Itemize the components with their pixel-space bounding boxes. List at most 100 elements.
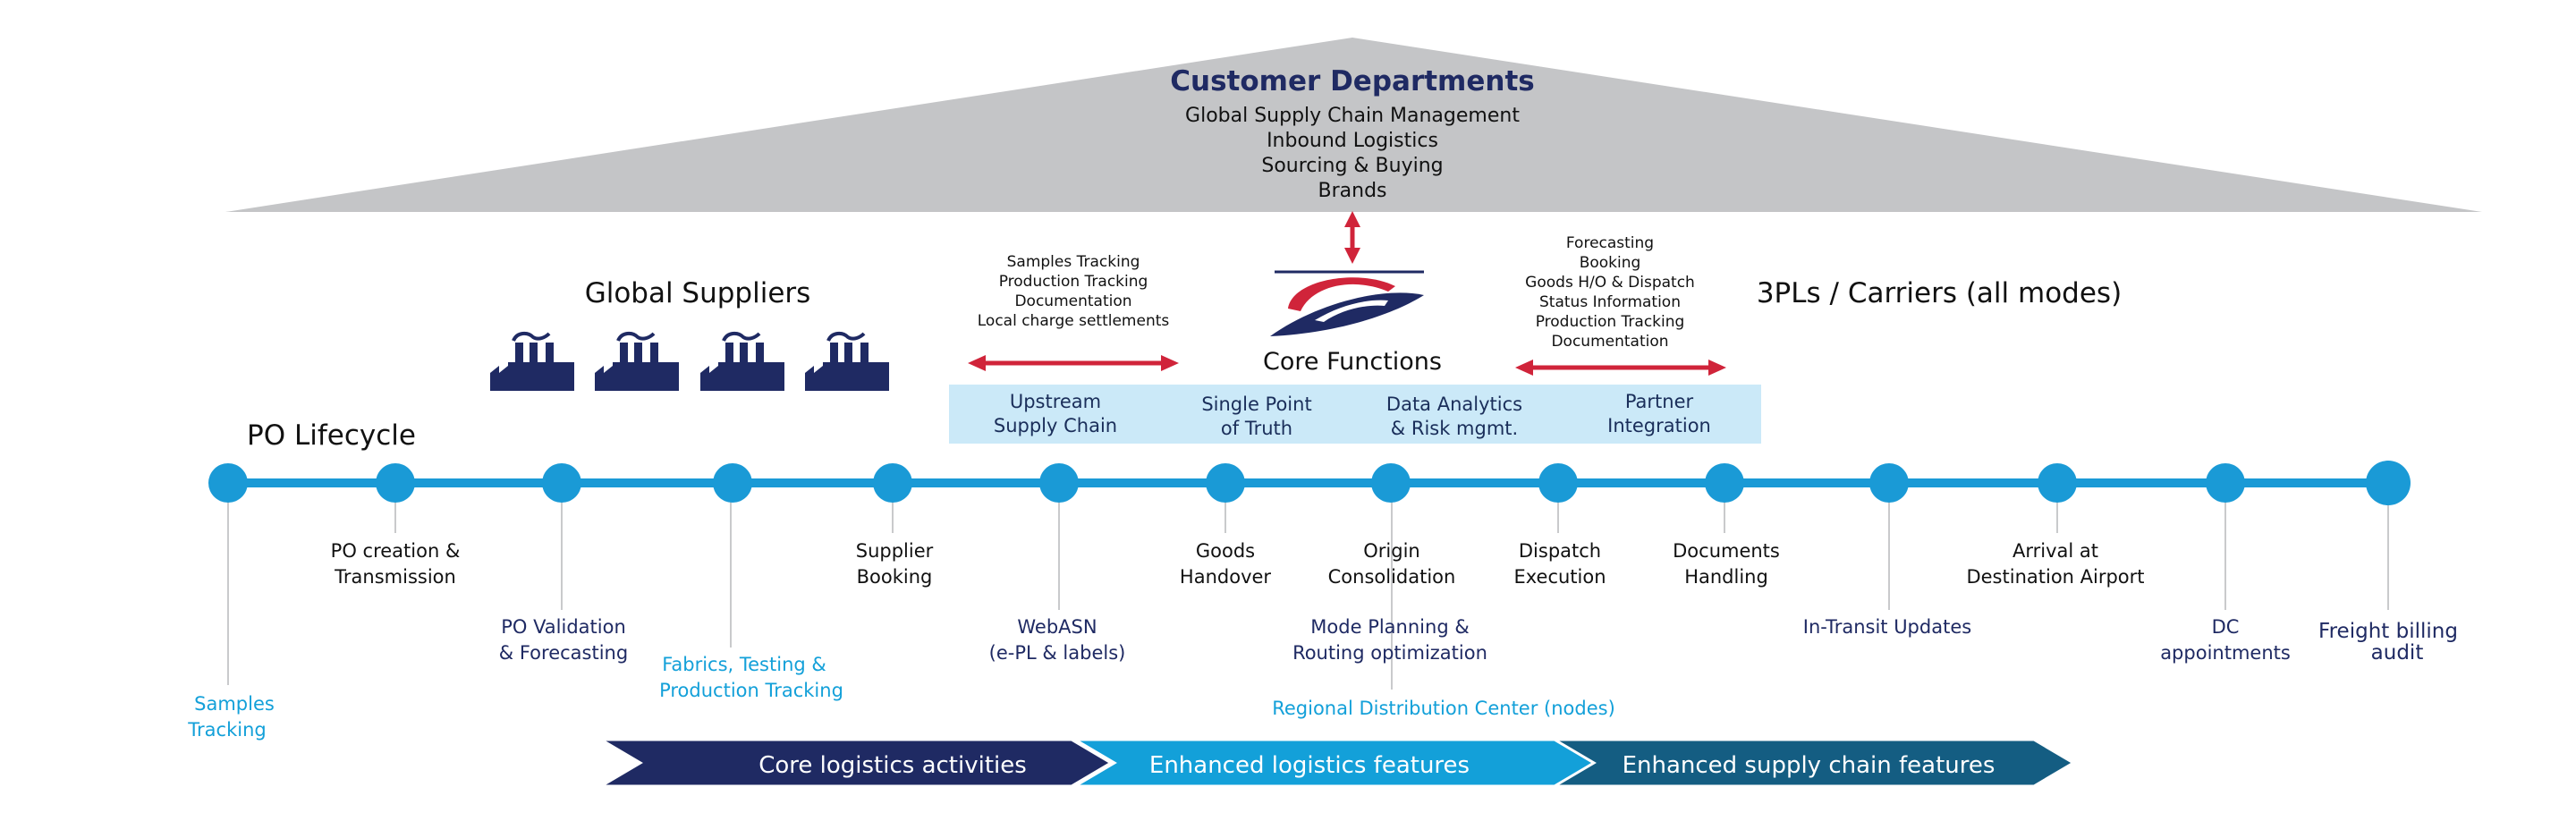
function-box-text: Upstream — [1010, 391, 1101, 412]
timeline-label: Consolidation — [1328, 566, 1456, 588]
core-function-box — [1152, 385, 1355, 444]
timeline-label: Samples — [194, 693, 275, 715]
factory-chimney — [620, 343, 628, 364]
timeline-label: Freight billing — [2318, 620, 2458, 643]
global-suppliers-title: Global Suppliers — [585, 277, 811, 309]
timeline-node — [1705, 463, 1744, 503]
timeline-label: Booking — [857, 566, 933, 588]
timeline-label: Destination Airport — [1966, 566, 2144, 588]
upstream-list-item: Samples Tracking — [1007, 253, 1140, 271]
timeline-label: & Forecasting — [499, 642, 628, 664]
downstream-list-item: Forecasting — [1566, 234, 1654, 252]
timeline-label: Supplier — [856, 540, 934, 562]
factory-chimney — [634, 343, 642, 364]
downstream-list-item: Documentation — [1551, 333, 1668, 351]
timeline-label: DC — [2212, 616, 2240, 638]
po-lifecycle-title: PO Lifecycle — [247, 419, 416, 452]
timeline-label: Tracking — [187, 719, 266, 741]
function-box-text: & Risk mgmt. — [1391, 418, 1518, 439]
core-function-box — [949, 385, 1152, 444]
factory-chimney — [830, 343, 838, 364]
timeline-label: (e-PL & labels) — [989, 642, 1126, 664]
timeline-node — [208, 463, 248, 503]
global-suppliers-factories — [490, 331, 889, 391]
timeline-node — [376, 463, 415, 503]
timeline-node — [1869, 463, 1909, 503]
factory-chimney — [530, 343, 538, 364]
function-box-text: Partner — [1625, 391, 1694, 412]
factory-body — [700, 362, 784, 391]
factory-smoke — [512, 331, 551, 342]
factory-body — [595, 362, 679, 391]
upstream-list-item: Production Tracking — [999, 273, 1148, 291]
function-box-text: of Truth — [1221, 418, 1292, 439]
timeline-label: Execution — [1513, 566, 1606, 588]
carriers-title: 3PLs / Carriers (all modes) — [1757, 277, 2122, 309]
feature-chevron — [1549, 738, 2076, 788]
timeline-node — [2366, 461, 2411, 505]
factory-chimney — [546, 343, 554, 364]
timeline-label: Regional Distribution Center (nodes) — [1272, 698, 1615, 719]
timeline-label: PO Validation — [501, 616, 626, 638]
function-box-text: Integration — [1607, 415, 1711, 436]
downstream-list-item: Production Tracking — [1536, 313, 1685, 331]
factory-chimney — [756, 343, 764, 364]
downstream-list-item: Booking — [1580, 254, 1641, 272]
timeline-node — [542, 463, 581, 503]
customer-departments-roof — [225, 38, 2482, 212]
core-function-boxes — [949, 385, 1761, 444]
factory-chimney — [740, 343, 748, 364]
upstream-list-item: Local charge settlements — [978, 312, 1170, 330]
timeline-label: audit — [2371, 641, 2424, 664]
factory-chimney — [844, 343, 852, 364]
timeline-label: Documents — [1673, 540, 1780, 562]
timeline-label: Dispatch — [1519, 540, 1601, 562]
factory-body — [490, 362, 574, 391]
timeline-node — [2038, 463, 2077, 503]
timeline-node — [873, 463, 912, 503]
timeline-label: Arrival at — [2012, 540, 2098, 562]
timeline-label: PO creation & — [331, 540, 461, 562]
timeline-label: appointments — [2160, 642, 2291, 664]
timeline-node — [1206, 463, 1245, 503]
factory-chimney — [650, 343, 658, 364]
timeline-label: Handover — [1180, 566, 1271, 588]
roof-title: Customer Departments — [1170, 65, 1534, 97]
chevron-label: Enhanced supply chain features — [1623, 752, 1996, 779]
timeline-node — [1039, 463, 1079, 503]
po-lifecycle-timeline — [208, 461, 2411, 690]
function-box-text: Single Point — [1201, 394, 1311, 415]
factory-smoke — [616, 331, 656, 342]
roof-line: Brands — [1318, 180, 1387, 202]
timeline-node — [1538, 463, 1578, 503]
core-function-box — [1355, 385, 1558, 444]
chevron-label: Enhanced logistics features — [1149, 752, 1470, 779]
timeline-label: Transmission — [334, 566, 456, 588]
upstream-double-arrow-icon — [968, 355, 1179, 371]
downstream-list-item: Goods H/O & Dispatch — [1525, 274, 1695, 292]
factory-icon — [595, 331, 679, 391]
factory-icon — [700, 331, 784, 391]
factory-smoke — [826, 331, 866, 342]
core-platform-logo-icon — [1270, 270, 1424, 336]
timeline-label: Mode Planning & — [1310, 616, 1469, 638]
timeline-label: Handling — [1684, 566, 1768, 588]
timeline-label: Origin — [1363, 540, 1419, 562]
core-functions-title: Core Functions — [1263, 348, 1442, 376]
roof-line: Global Supply Chain Management — [1185, 105, 1520, 127]
factory-icon — [490, 331, 574, 391]
timeline-node — [1371, 463, 1411, 503]
timeline-label: Goods — [1196, 540, 1255, 562]
factory-body — [805, 362, 889, 391]
function-box-text: Data Analytics — [1386, 394, 1522, 415]
timeline-label: Production Tracking — [659, 680, 843, 701]
feature-chevron — [596, 738, 1114, 788]
roof-line: Sourcing & Buying — [1261, 155, 1443, 177]
factory-smoke — [722, 331, 761, 342]
factory-icon — [805, 331, 889, 391]
timeline-node — [713, 463, 752, 503]
timeline-node — [2206, 463, 2245, 503]
timeline-label: WebASN — [1017, 616, 1097, 638]
timeline-label: Fabrics, Testing & — [662, 654, 826, 675]
roof-line: Inbound Logistics — [1267, 130, 1438, 152]
